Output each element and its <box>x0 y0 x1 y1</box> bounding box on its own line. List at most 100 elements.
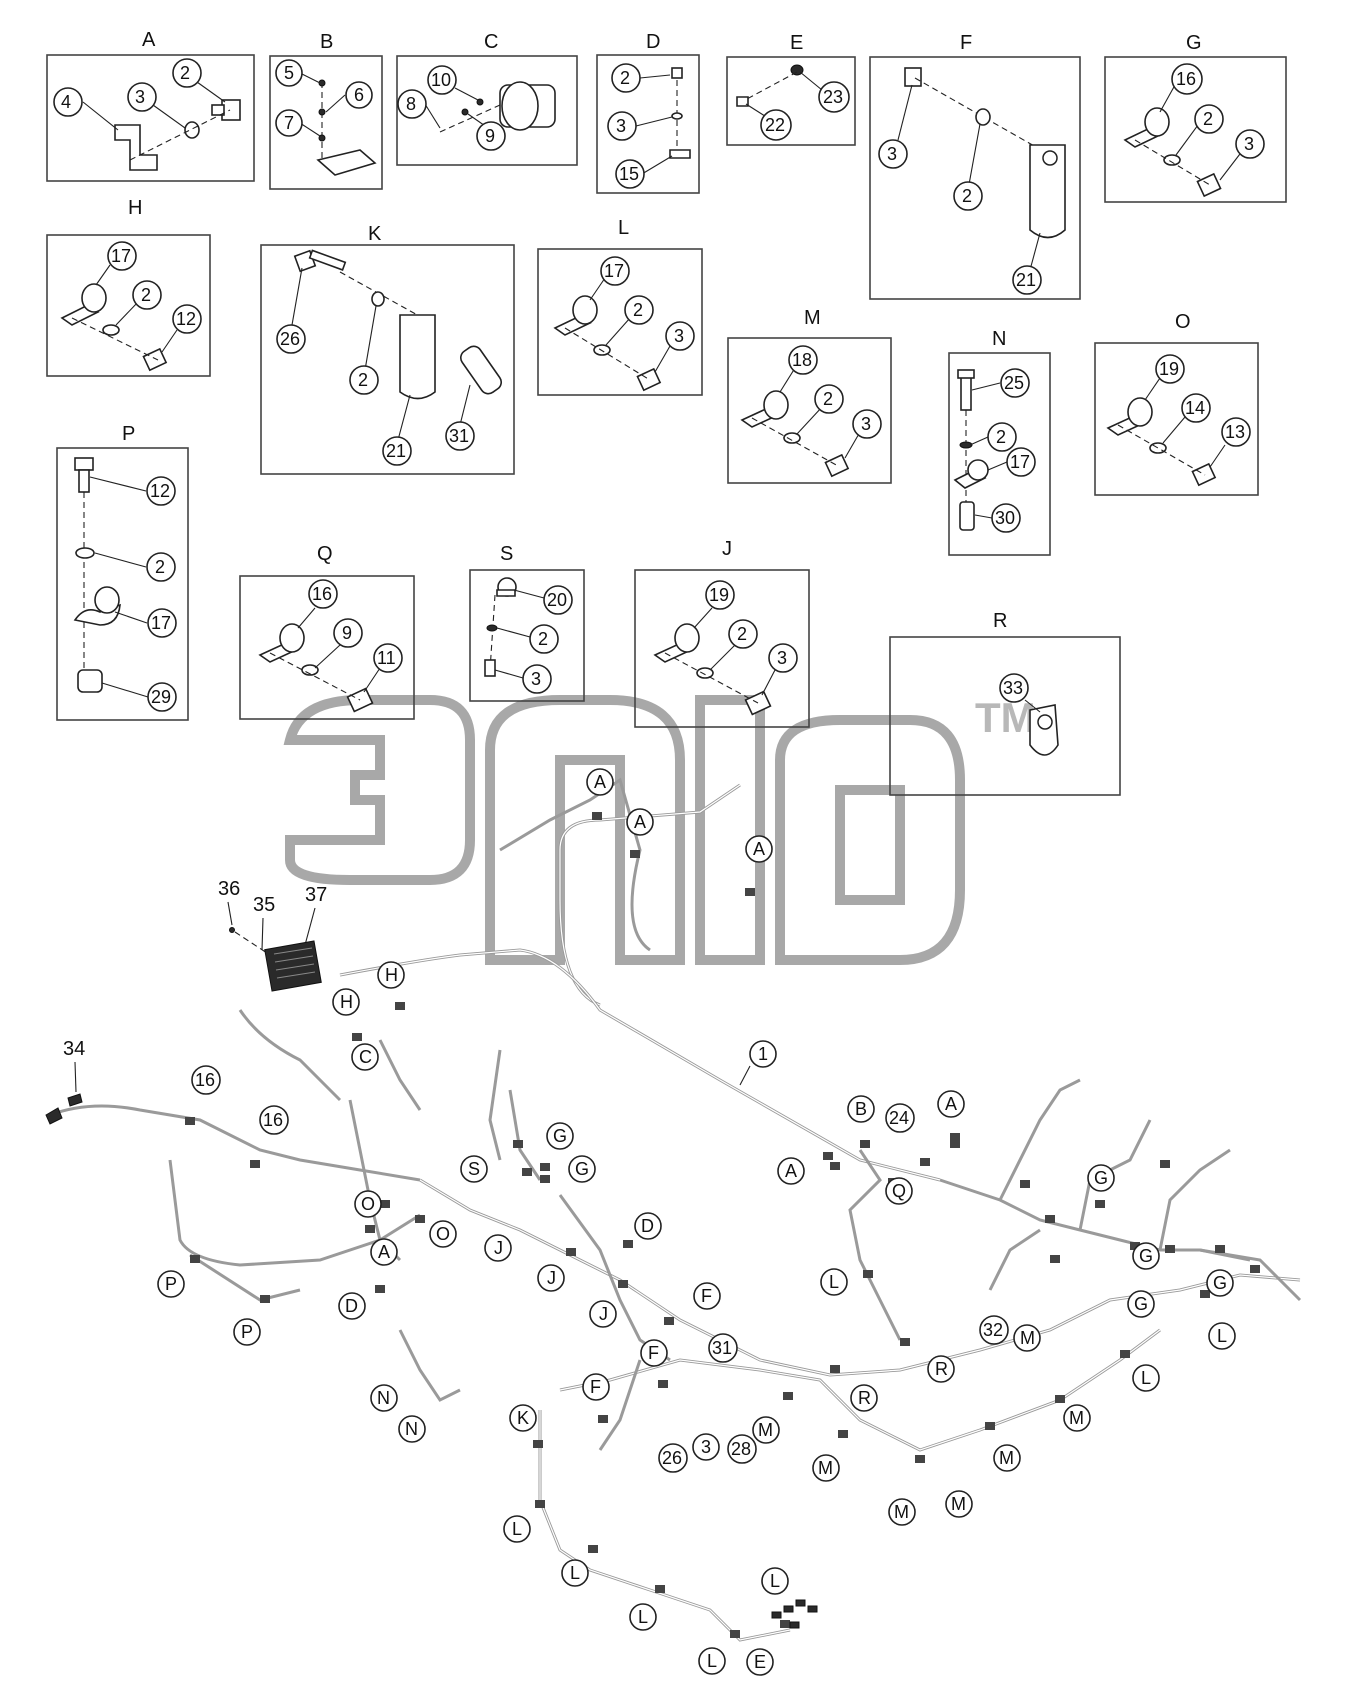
callout-label: G <box>1213 1273 1227 1293</box>
callout-label: 24 <box>889 1108 909 1128</box>
svg-text:14: 14 <box>1185 398 1205 418</box>
callout-label: M <box>818 1458 833 1478</box>
svg-text:7: 7 <box>284 113 294 133</box>
svg-text:29: 29 <box>151 687 171 707</box>
svg-text:2: 2 <box>358 370 368 390</box>
svg-text:16: 16 <box>1176 69 1196 89</box>
svg-text:2: 2 <box>155 557 165 577</box>
detail-view-g: G 16 2 3 <box>1104 32 1287 203</box>
watermark-letter-n <box>485 695 685 965</box>
callout-label: A <box>378 1242 390 1262</box>
svg-text:22: 22 <box>765 115 785 135</box>
svg-text:9: 9 <box>485 126 495 146</box>
callout-label: P <box>165 1274 177 1294</box>
callout-label: N <box>377 1388 390 1408</box>
svg-text:15: 15 <box>619 164 639 184</box>
callout-label: B <box>855 1099 867 1119</box>
callout-label: M <box>894 1502 909 1522</box>
svg-text:2: 2 <box>823 389 833 409</box>
detail-label: E <box>790 32 803 54</box>
svg-text:3: 3 <box>1244 134 1254 154</box>
callout-label: L <box>1141 1368 1151 1388</box>
detail-label: M <box>804 307 821 329</box>
callout-label: J <box>547 1268 556 1288</box>
detail-view-k: K 26 2 21 31 <box>260 223 515 475</box>
detail-label: N <box>992 328 1006 350</box>
svg-text:3: 3 <box>861 414 871 434</box>
detail-view-p: P 12 2 17 29 <box>56 423 189 721</box>
detail-label: H <box>128 197 142 219</box>
svg-text:12: 12 <box>176 309 196 329</box>
callout-label: L <box>829 1272 839 1292</box>
svg-text:3: 3 <box>887 144 897 164</box>
detail-view-e: E 23 22 <box>726 32 856 146</box>
callout-label: R <box>935 1359 948 1379</box>
svg-text:30: 30 <box>995 508 1015 528</box>
detail-label: L <box>618 217 629 239</box>
detail-view-f: F 3 2 21 <box>869 32 1081 300</box>
callout-label: 26 <box>662 1448 682 1468</box>
svg-text:21: 21 <box>1016 270 1036 290</box>
callout-label: D <box>641 1216 654 1236</box>
svg-text:23: 23 <box>823 87 843 107</box>
callout-label: F <box>648 1343 659 1363</box>
callout-label: G <box>575 1159 589 1179</box>
connector-34 <box>45 1061 83 1125</box>
callout-label-34: 34 <box>63 1038 85 1060</box>
detail-label: S <box>500 543 513 565</box>
callout-label: F <box>590 1377 601 1397</box>
harness-clips <box>185 812 1260 1638</box>
callout-label: M <box>999 1448 1014 1468</box>
watermark-tm: TM <box>975 694 1036 741</box>
detail-view-a: A 4 3 2 <box>46 29 255 182</box>
label-36: 36 <box>218 878 240 900</box>
callout-label: H <box>385 965 398 985</box>
svg-text:31: 31 <box>449 426 469 446</box>
callout-label: D <box>345 1296 358 1316</box>
callout-label: G <box>1134 1294 1148 1314</box>
callout-label: A <box>634 812 646 832</box>
detail-label: O <box>1175 311 1191 333</box>
callout-label: G <box>553 1126 567 1146</box>
detail-label: J <box>722 538 732 560</box>
detail-view-r: R 33 <box>889 610 1121 796</box>
svg-text:16: 16 <box>312 584 332 604</box>
svg-text:2: 2 <box>996 427 1006 447</box>
svg-text:17: 17 <box>151 613 171 633</box>
callout-label: A <box>594 772 606 792</box>
detail-view-j: J 19 2 3 <box>634 538 810 728</box>
callout-label: O <box>361 1194 375 1214</box>
svg-text:20: 20 <box>547 590 567 610</box>
callout-label: M <box>758 1420 773 1440</box>
callout-label: N <box>405 1419 418 1439</box>
callout-label: 31 <box>712 1338 732 1358</box>
svg-text:2: 2 <box>737 624 747 644</box>
svg-text:26: 26 <box>280 329 300 349</box>
callout-label: A <box>753 839 765 859</box>
callout-label: Q <box>892 1181 906 1201</box>
callout-label: 32 <box>983 1320 1003 1340</box>
svg-text:3: 3 <box>531 669 541 689</box>
svg-text:13: 13 <box>1225 422 1245 442</box>
callout-label: G <box>1139 1246 1153 1266</box>
callout-label: 16 <box>195 1070 215 1090</box>
callout-label: 16 <box>263 1110 283 1130</box>
callout-label: H <box>340 992 353 1012</box>
callout-label: L <box>512 1519 522 1539</box>
callout-label: O <box>436 1224 450 1244</box>
svg-text:5: 5 <box>284 63 294 83</box>
detail-view-s: S 20 2 3 <box>469 543 585 702</box>
svg-text:3: 3 <box>135 87 145 107</box>
detail-label: Q <box>317 543 333 565</box>
detail-label: B <box>320 31 333 53</box>
detail-label: F <box>960 32 972 54</box>
callout-label: L <box>770 1571 780 1591</box>
main-callouts: A A A H H C 34 16 16 O O S G G A D P P J… <box>63 768 1236 1676</box>
svg-text:33: 33 <box>1003 678 1023 698</box>
detail-view-m: M 18 2 3 <box>727 307 892 484</box>
svg-text:10: 10 <box>431 70 451 90</box>
svg-text:8: 8 <box>406 94 416 114</box>
callout-label: L <box>570 1563 580 1583</box>
watermark-letter-3 <box>283 695 475 885</box>
